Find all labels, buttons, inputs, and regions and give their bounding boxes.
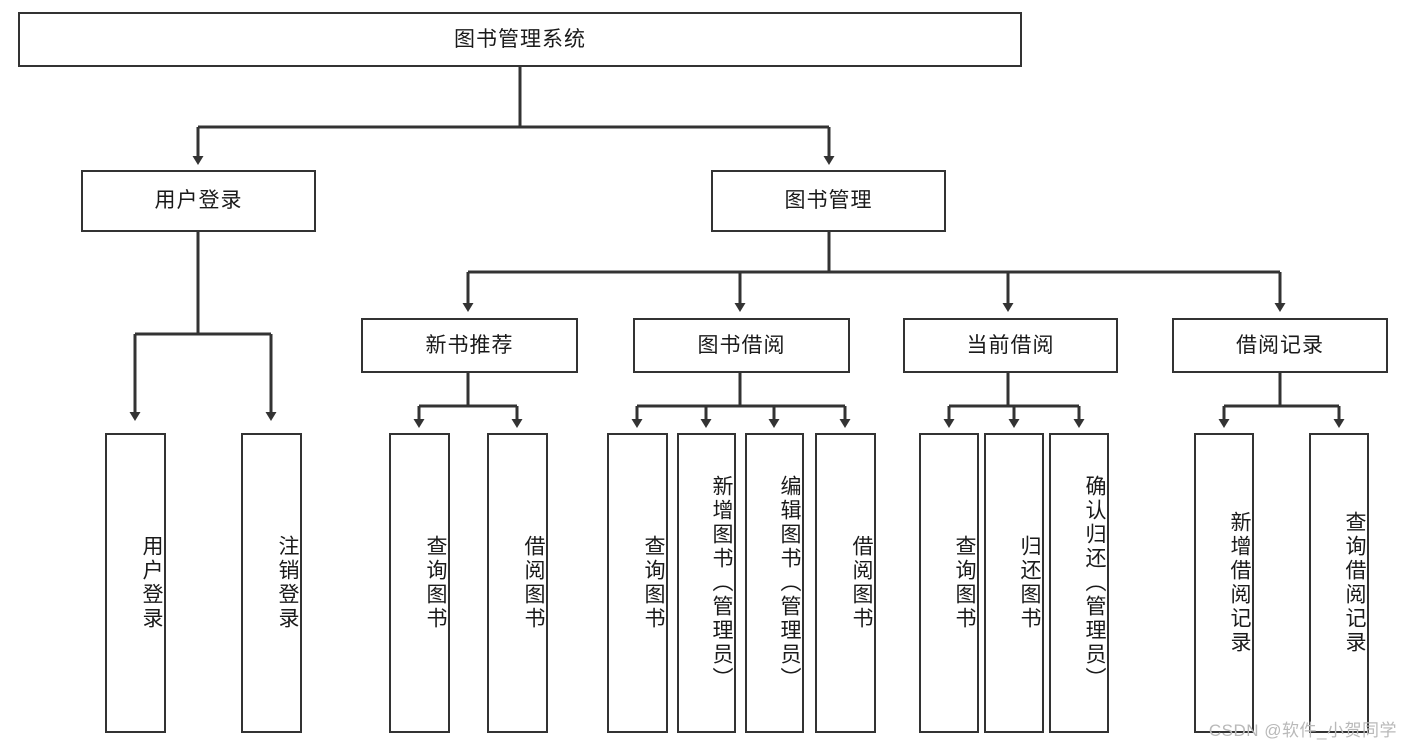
node-current-borrow[interactable]: 当前借阅 xyxy=(903,318,1118,373)
node-borrow-record[interactable]: 借阅记录 xyxy=(1172,318,1388,373)
watermark: CSDN @软件_小贺同学 xyxy=(1208,721,1397,740)
node-leaf-rec-borrow[interactable]: 借阅图书 xyxy=(487,433,548,733)
node-leaf-rec-search-label: 查询借阅记录 xyxy=(1343,511,1366,655)
node-user-login[interactable]: 用户登录 xyxy=(81,170,316,232)
node-leaf-cur-confirm[interactable]: 确认归还（管理员） xyxy=(1049,433,1109,733)
node-new-book-rec[interactable]: 新书推荐 xyxy=(361,318,578,373)
node-leaf-user-login-label: 用户登录 xyxy=(140,535,163,631)
node-leaf-borrow-query-label: 查询图书 xyxy=(642,535,665,631)
node-root[interactable]: 图书管理系统 xyxy=(18,12,1022,67)
node-leaf-rec-add[interactable]: 新增借阅记录 xyxy=(1194,433,1254,733)
node-leaf-rec-add-label: 新增借阅记录 xyxy=(1228,511,1251,655)
node-new-book-rec-label: 新书推荐 xyxy=(425,333,514,357)
node-leaf-borrow-edit-label: 编辑图书（管理员） xyxy=(778,475,801,691)
node-leaf-rec-query-label: 查询图书 xyxy=(424,535,447,631)
node-leaf-borrow-edit[interactable]: 编辑图书（管理员） xyxy=(745,433,804,733)
node-leaf-rec-borrow-label: 借阅图书 xyxy=(522,535,545,631)
node-leaf-rec-query[interactable]: 查询图书 xyxy=(389,433,450,733)
node-leaf-borrow-query[interactable]: 查询图书 xyxy=(607,433,668,733)
node-book-manage[interactable]: 图书管理 xyxy=(711,170,946,232)
node-leaf-user-logout[interactable]: 注销登录 xyxy=(241,433,302,733)
node-leaf-cur-confirm-label: 确认归还（管理员） xyxy=(1083,475,1106,691)
node-leaf-borrow-do[interactable]: 借阅图书 xyxy=(815,433,876,733)
node-current-borrow-label: 当前借阅 xyxy=(966,333,1055,357)
node-leaf-cur-query[interactable]: 查询图书 xyxy=(919,433,979,733)
node-leaf-borrow-add[interactable]: 新增图书（管理员） xyxy=(677,433,736,733)
node-leaf-borrow-do-label: 借阅图书 xyxy=(850,535,873,631)
node-book-borrow-label: 图书借阅 xyxy=(697,333,786,357)
node-book-manage-label: 图书管理 xyxy=(784,189,873,213)
node-root-label: 图书管理系统 xyxy=(454,27,586,51)
node-leaf-user-logout-label: 注销登录 xyxy=(276,535,299,631)
node-book-borrow[interactable]: 图书借阅 xyxy=(633,318,850,373)
node-leaf-rec-search[interactable]: 查询借阅记录 xyxy=(1309,433,1369,733)
node-leaf-borrow-add-label: 新增图书（管理员） xyxy=(710,475,733,691)
node-borrow-record-label: 借阅记录 xyxy=(1236,333,1324,357)
node-user-login-label: 用户登录 xyxy=(154,189,243,213)
node-leaf-user-login[interactable]: 用户登录 xyxy=(105,433,166,733)
node-leaf-cur-return-label: 归还图书 xyxy=(1018,535,1041,631)
node-leaf-cur-query-label: 查询图书 xyxy=(953,535,976,631)
node-leaf-cur-return[interactable]: 归还图书 xyxy=(984,433,1044,733)
